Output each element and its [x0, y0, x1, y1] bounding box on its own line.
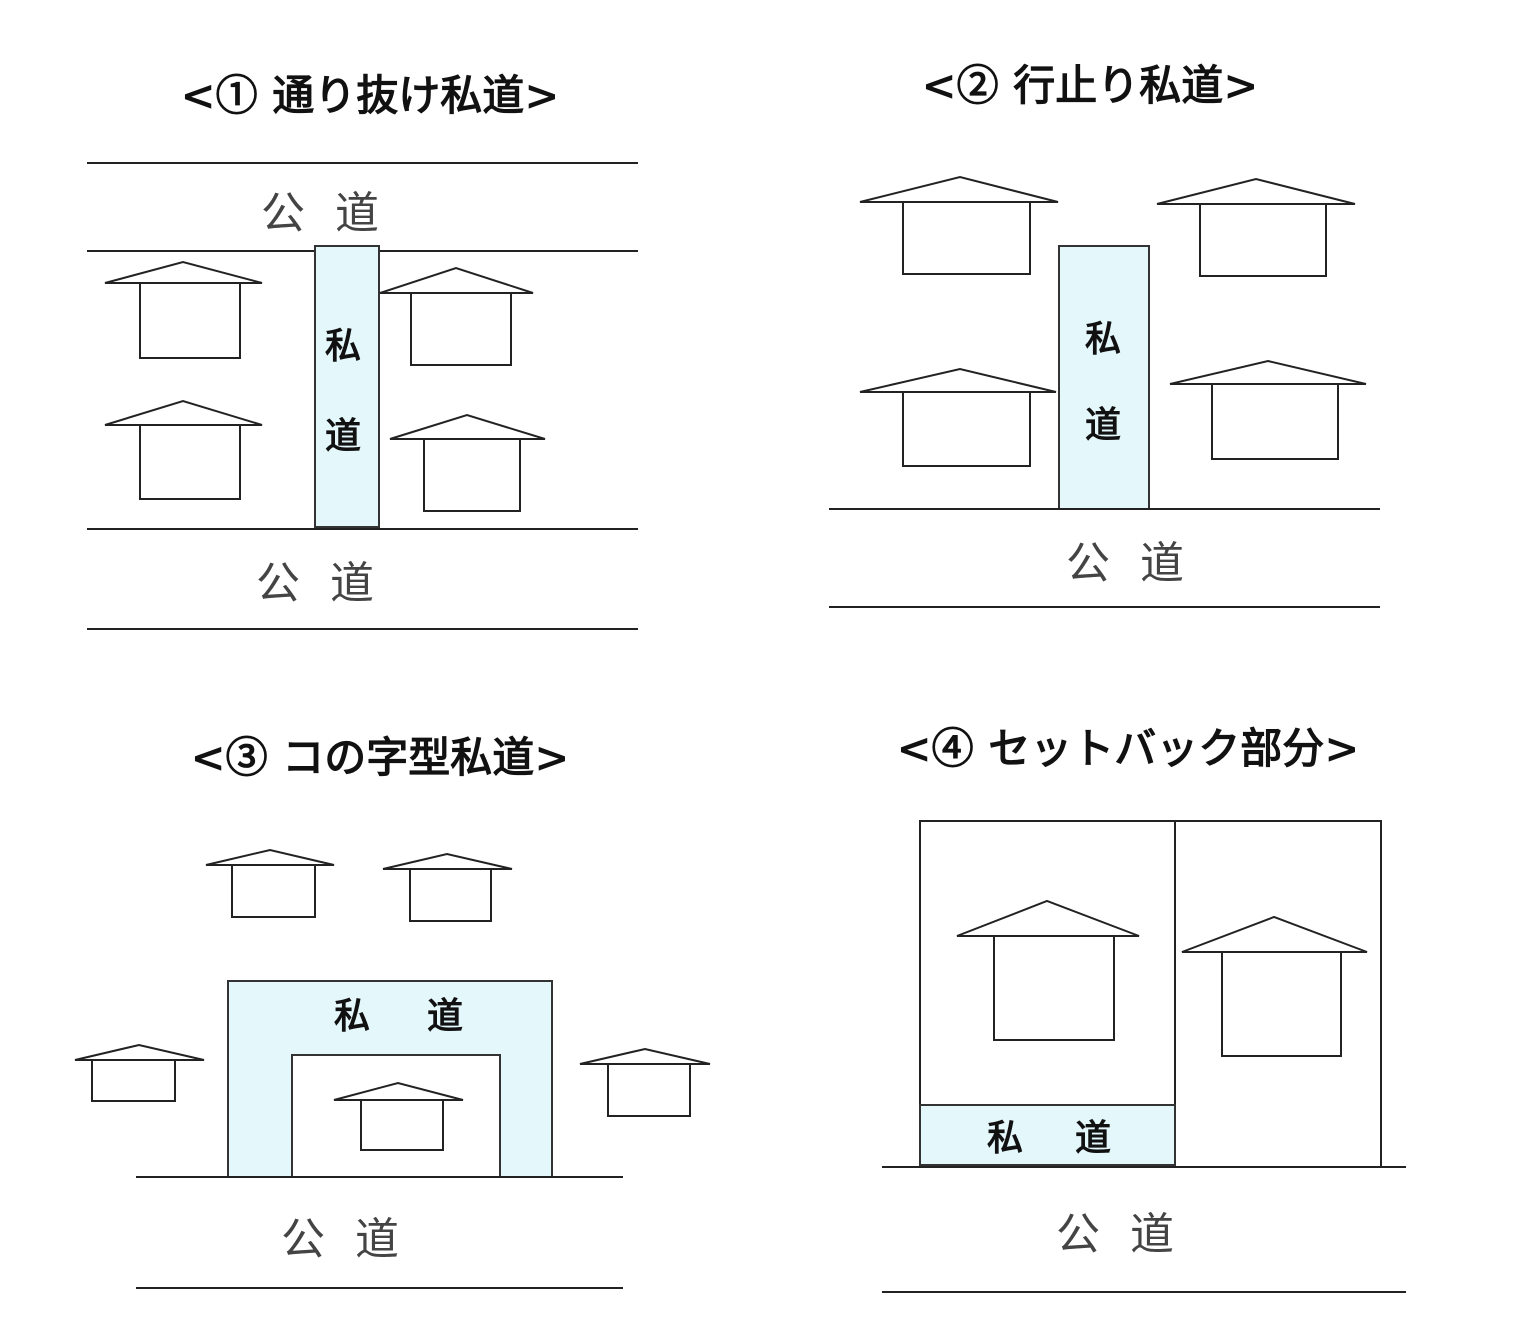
public-road-label: 公道: [281, 1214, 429, 1265]
house: [205, 848, 335, 918]
public-road-label: 公道: [1066, 538, 1214, 589]
house: [579, 1047, 711, 1117]
private-road-char: 道: [1075, 1117, 1111, 1159]
house: [74, 1043, 205, 1102]
panel-u-shaped-road: <③ コの字型私道> 私 道 公道: [74, 733, 711, 1289]
house: [333, 1081, 464, 1151]
house: [379, 266, 534, 366]
house: [1156, 177, 1356, 277]
house: [104, 399, 263, 500]
private-road: [1058, 245, 1150, 510]
public-road-label: 公道: [261, 188, 409, 239]
panel-through-road: <① 通り抜け私道> 公道 公道 私 道: [87, 71, 638, 630]
panel-title: <③ コの字型私道>: [190, 733, 569, 782]
private-road: [919, 1104, 1176, 1166]
private-road-char: 道: [427, 995, 463, 1037]
house: [104, 260, 263, 359]
panel-setback: <④ セットバック部分> 私 道 公道: [882, 724, 1406, 1293]
house: [1169, 359, 1367, 460]
house: [389, 413, 546, 512]
panel-title: <① 通り抜け私道>: [180, 71, 559, 120]
house: [382, 852, 513, 922]
panel-title: <④ セットバック部分>: [896, 724, 1359, 773]
house: [956, 899, 1140, 1041]
private-road: [314, 245, 380, 528]
house: [859, 367, 1057, 467]
panel-title: <② 行止り私道>: [921, 61, 1258, 110]
private-road-char: 私: [325, 325, 361, 367]
panel-dead-end-road: <② 行止り私道> 私 道 公道: [829, 61, 1380, 608]
private-road-char: 私: [1085, 318, 1121, 360]
private-road-char: 道: [325, 415, 361, 457]
private-road-char: 道: [1085, 404, 1121, 446]
public-road-label: 公道: [1056, 1209, 1204, 1260]
private-road-char: 私: [334, 995, 370, 1037]
house: [1181, 915, 1368, 1057]
private-road-char: 私: [987, 1117, 1023, 1159]
house: [859, 175, 1059, 275]
public-road-label: 公道: [256, 558, 404, 609]
